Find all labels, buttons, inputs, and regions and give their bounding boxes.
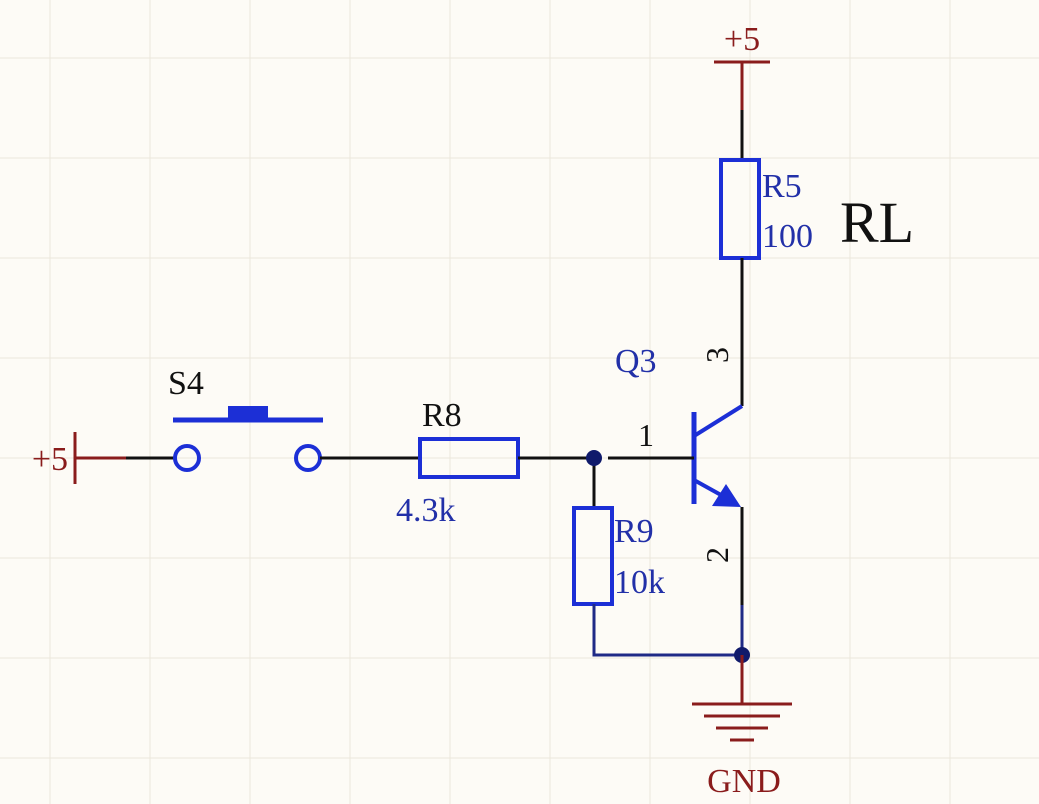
- r9-ground-wire: [592, 604, 742, 657]
- s4-left-contact: [173, 444, 201, 472]
- r9-value: 10k: [614, 564, 665, 601]
- q3-pin-base: 1: [638, 417, 654, 453]
- r5-resistor: R5 100: [719, 110, 813, 310]
- vcc-top-label: +5: [724, 21, 760, 58]
- q3-collector: [692, 404, 744, 438]
- r8-designator: R8: [422, 397, 462, 434]
- vcc-top-port: +5: [714, 21, 770, 110]
- r8-value: 4.3k: [396, 492, 456, 529]
- q3-designator: Q3: [615, 343, 657, 380]
- r9-designator: R9: [614, 513, 654, 550]
- base-junction-dot: [586, 450, 602, 466]
- q3-emitter-arrow: [712, 484, 741, 507]
- r8-resistor: R8 4.3k: [396, 397, 594, 529]
- s4-designator: S4: [168, 365, 204, 402]
- ground-label: GND: [707, 763, 781, 800]
- r5-body: [719, 158, 761, 260]
- r5-designator: R5: [762, 168, 802, 205]
- vcc-left-port: +5: [32, 432, 126, 484]
- s4-button-cap: [228, 406, 268, 420]
- q3-pin-emitter: 2: [699, 547, 735, 563]
- vcc-left-label: +5: [32, 441, 68, 478]
- load-label: RL: [840, 190, 914, 255]
- ground-symbol: GND: [692, 655, 792, 800]
- q3-pin-collector: 3: [699, 347, 735, 363]
- r5-value: 100: [762, 218, 813, 255]
- s4-pushbutton: S4: [126, 365, 420, 472]
- q3-transistor: Q3 1 3 2: [608, 310, 744, 605]
